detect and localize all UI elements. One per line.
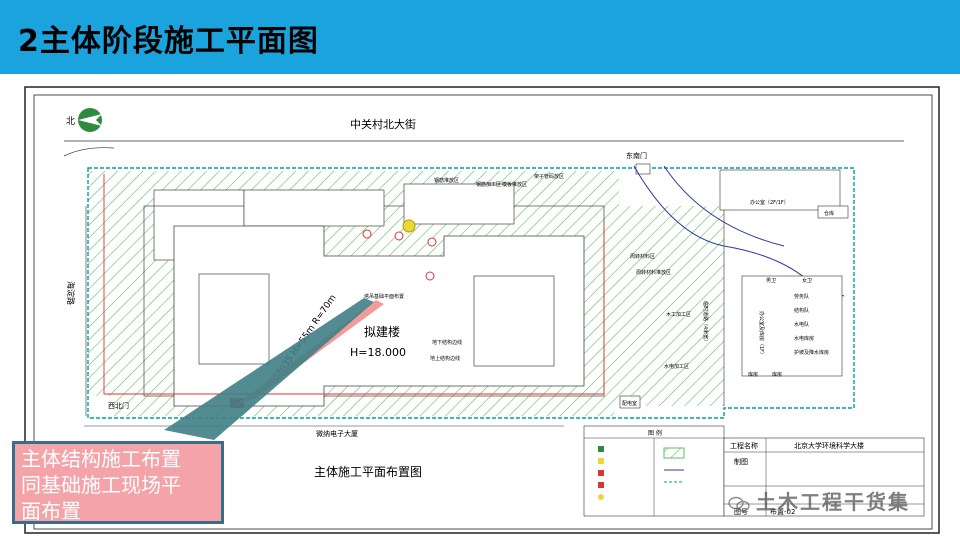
small-label: 钢筋堆放区 [434, 177, 459, 184]
project-label: 工程名称 [730, 441, 758, 450]
building-height: H=18.000 [350, 346, 406, 359]
callout-pointer [164, 298, 374, 440]
drawing-title: 主体施工平面布置图 [314, 465, 422, 479]
crane-note: 塔吊基础平面布置 [364, 293, 404, 300]
power-room-label: 配电室 [622, 400, 637, 407]
room-label: 水电库房 [794, 335, 814, 342]
labor-label: 劳务队 [794, 293, 809, 300]
small-label: 钢筋加工区 [476, 181, 501, 188]
north-arrow-icon: 北 [66, 108, 102, 132]
building-name: 拟建楼 [364, 324, 400, 339]
office-2-block [741, 275, 843, 377]
legend-table: 图 例 [583, 425, 725, 517]
callout-line: 面布置 [21, 499, 81, 523]
storage-label: 仓库 [824, 210, 834, 217]
adjacent-building-label: 微纳电子大厦 [316, 429, 358, 438]
drawn-label: 制图 [734, 457, 748, 466]
callout-line: 同基础施工现场平 [21, 473, 181, 497]
room-label: 库房 [748, 371, 758, 378]
drawing-no: 布置-02 [770, 507, 795, 516]
toilet-m-label: 男卫 [766, 278, 776, 284]
wechat-icon [728, 496, 750, 511]
small-label: 周转材料堆放区 [636, 269, 671, 276]
small-label: 木工加工区 [666, 311, 691, 318]
small-label: 地下结构边线 [432, 339, 462, 346]
office-label: 办公室（2F/1F） [750, 199, 789, 206]
office-block: 办公室（2F/1F） 仓库 [719, 169, 849, 219]
site-fence [87, 167, 855, 419]
small-label: 水电加工区 [664, 363, 689, 370]
street-label: 中关村北大街 [350, 117, 416, 131]
small-label: 周转材料区 [630, 253, 655, 260]
project-name: 北京大学环境科学大楼 [794, 441, 864, 450]
office-2-label: 办公室及库房（1F） [758, 311, 765, 357]
small-label: 架子管码放区 [534, 173, 564, 180]
small-label: 地上结构边线 [430, 355, 460, 362]
east-gate-label: 东南门 [626, 151, 647, 160]
site-road-label: 临时道路（4米宽） [702, 301, 709, 344]
toilet-f-label: 女卫 [802, 277, 812, 284]
room-label: 库房 [772, 371, 782, 378]
room-label: 结构队 [794, 307, 809, 314]
drawing-no-label: 图号 [734, 508, 748, 516]
site-plan-drawing: 北 中关村北大街 拟建楼 H=18.000 塔吊基础平面布置 地下结构边线 地上… [24, 86, 940, 534]
title-block: 工程名称 北京大学环境科学大楼 制图 图号 布置-02 [723, 437, 925, 517]
title-bar: 2主体阶段施工平面图 [0, 0, 960, 74]
watermark-text: 土木工程干货集 [756, 490, 910, 514]
legend-title: 图 例 [648, 429, 662, 437]
room-label: 水电队 [794, 321, 809, 328]
slide-title: 2主体阶段施工平面图 [18, 24, 319, 59]
road-left-label: 海淀路 [66, 281, 76, 305]
callout-box: 主体结构施工布置 同基础施工现场平 面布置 [12, 441, 224, 524]
construction-route [103, 174, 605, 395]
west-gate-label: 西北门 [108, 401, 129, 410]
callout-line: 主体结构施工布置 [21, 447, 181, 471]
small-label: 模板堆放区 [502, 181, 527, 188]
north-label: 北 [66, 116, 75, 127]
watermark: 土木工程干货集 [728, 486, 910, 515]
room-label: 护坡及降水库房 [794, 349, 829, 356]
